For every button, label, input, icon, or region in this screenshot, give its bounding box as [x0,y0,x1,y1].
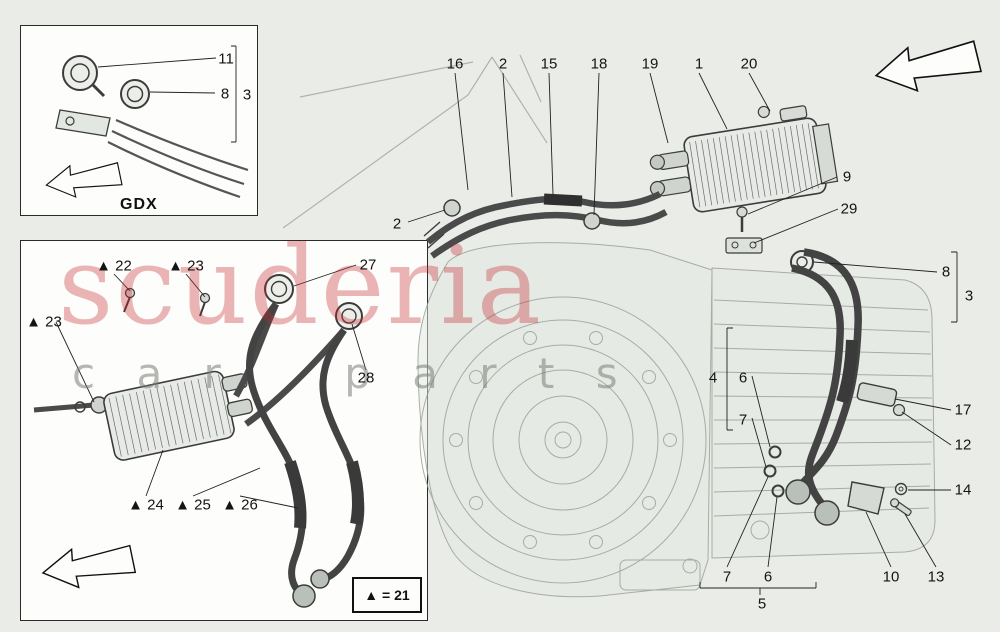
callout-20: 20 [740,55,758,73]
leader-lines-main [407,72,958,595]
callout-1: 1 [694,55,704,73]
detail-inset-bottom-box [20,240,428,621]
callout-6: 6 [738,369,748,387]
right-hoses [763,248,912,526]
legend-text: ▲ = 21 [364,587,410,603]
callout-4: 4 [708,369,718,387]
triangle-legend: ▲ = 21 [352,577,422,613]
detail-inset-top-box [20,25,258,216]
callout-29: 29 [840,200,858,218]
callout-13: 13 [927,568,945,586]
callout-12: 12 [954,436,972,454]
front-pipes [423,191,668,259]
callout-18: 18 [590,55,608,73]
mounting-hardware [725,206,814,274]
oil-cooler-unit [649,105,839,213]
direction-arrow-icon [874,40,983,92]
chassis-lines [282,54,548,229]
callout-14: 14 [954,481,972,499]
callout-15: 15 [540,55,558,73]
callout-19: 19 [641,55,659,73]
gdx-label: GDX [120,196,158,213]
callout-8: 8 [941,263,951,281]
callout-10: 10 [882,568,900,586]
bolt-holes [449,331,677,549]
callout-6: 6 [763,568,773,586]
callout-5: 5 [757,595,767,613]
callout-3: 3 [964,287,974,305]
callout-17: 17 [954,401,972,419]
callout-16: 16 [446,55,464,73]
oil-cooler-and-pipes [423,105,912,526]
transmission-outline [417,242,936,598]
callout-2: 2 [498,55,508,73]
callout-7: 7 [738,411,748,429]
callout-9: 9 [842,168,852,186]
callout-2: 2 [392,215,402,233]
callout-7: 7 [722,568,732,586]
